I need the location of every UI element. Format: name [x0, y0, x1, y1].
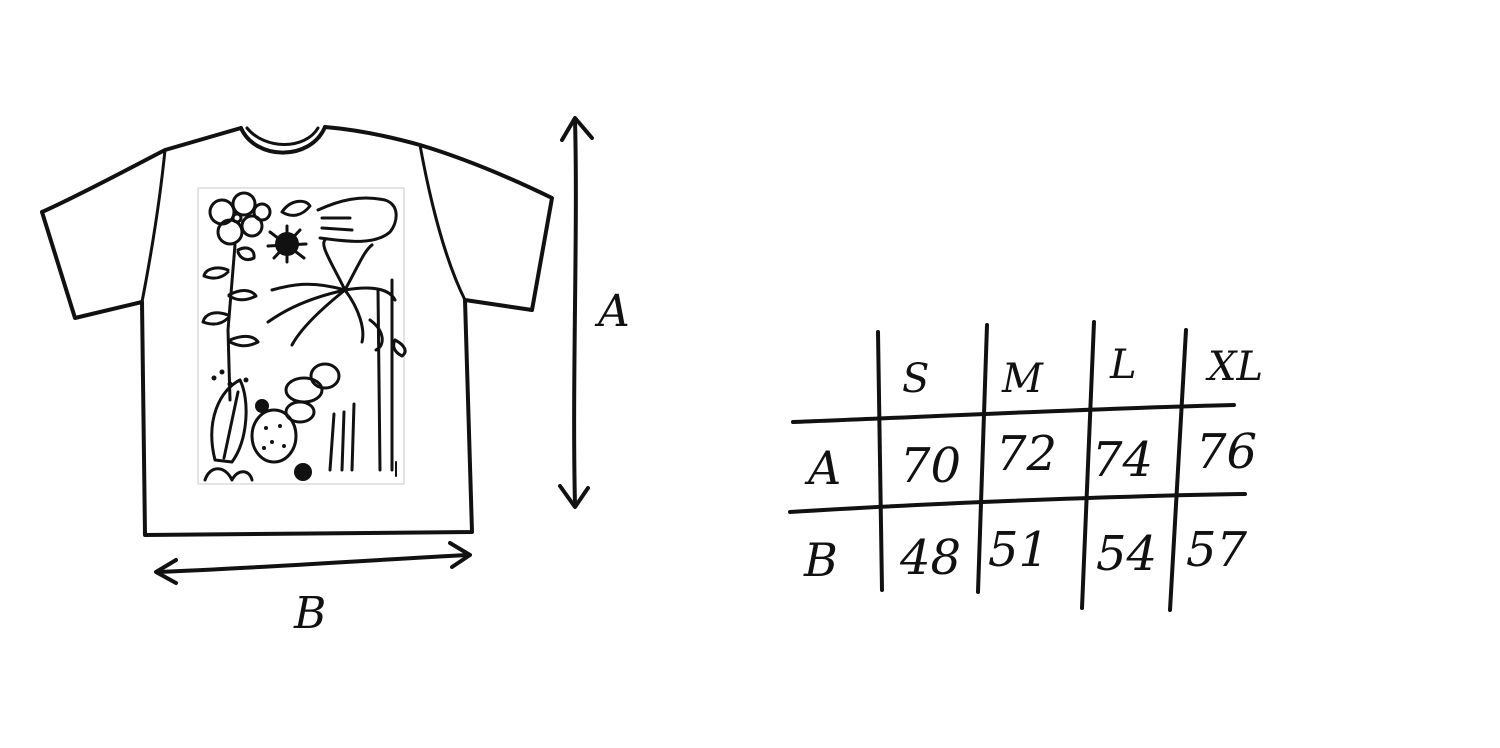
dark-flower-shape — [266, 224, 308, 264]
size-header-l: L — [1109, 342, 1137, 388]
left-sleeve-seam — [140, 148, 167, 304]
row-label-b: B — [803, 533, 838, 587]
botanical-print-artwork — [197, 187, 407, 485]
cell-b-s: 48 — [899, 530, 961, 586]
row-label-a: A — [804, 441, 841, 495]
cell-b-m: 51 — [988, 522, 1049, 578]
width-dimension-arrow — [154, 541, 472, 585]
size-table-header: S M L XL — [902, 342, 1263, 402]
height-label: A — [594, 286, 630, 337]
tshirt-collar-inner — [245, 126, 320, 146]
tshirt-drawing — [40, 125, 554, 537]
cell-a-m: 72 — [996, 426, 1057, 482]
cell-b-l: 54 — [1096, 526, 1157, 582]
size-table-grid — [788, 320, 1247, 612]
cell-a-l: 74 — [1092, 432, 1153, 488]
size-table-row-a: A 70 72 74 76 — [804, 424, 1257, 495]
cell-a-xl: 76 — [1196, 424, 1257, 480]
tshirt-outline — [40, 125, 554, 537]
size-header-m: M — [1001, 356, 1044, 402]
width-label: B — [293, 588, 326, 639]
cell-b-xl: 57 — [1186, 522, 1248, 578]
size-header-s: S — [902, 356, 929, 402]
right-sleeve-seam — [418, 143, 467, 302]
size-table-row-b: B 48 51 54 57 — [803, 522, 1248, 587]
size-header-xl: XL — [1205, 344, 1263, 390]
height-dimension-arrow — [558, 116, 594, 509]
cell-a-s: 70 — [900, 438, 961, 494]
tshirt-collar — [239, 125, 327, 155]
